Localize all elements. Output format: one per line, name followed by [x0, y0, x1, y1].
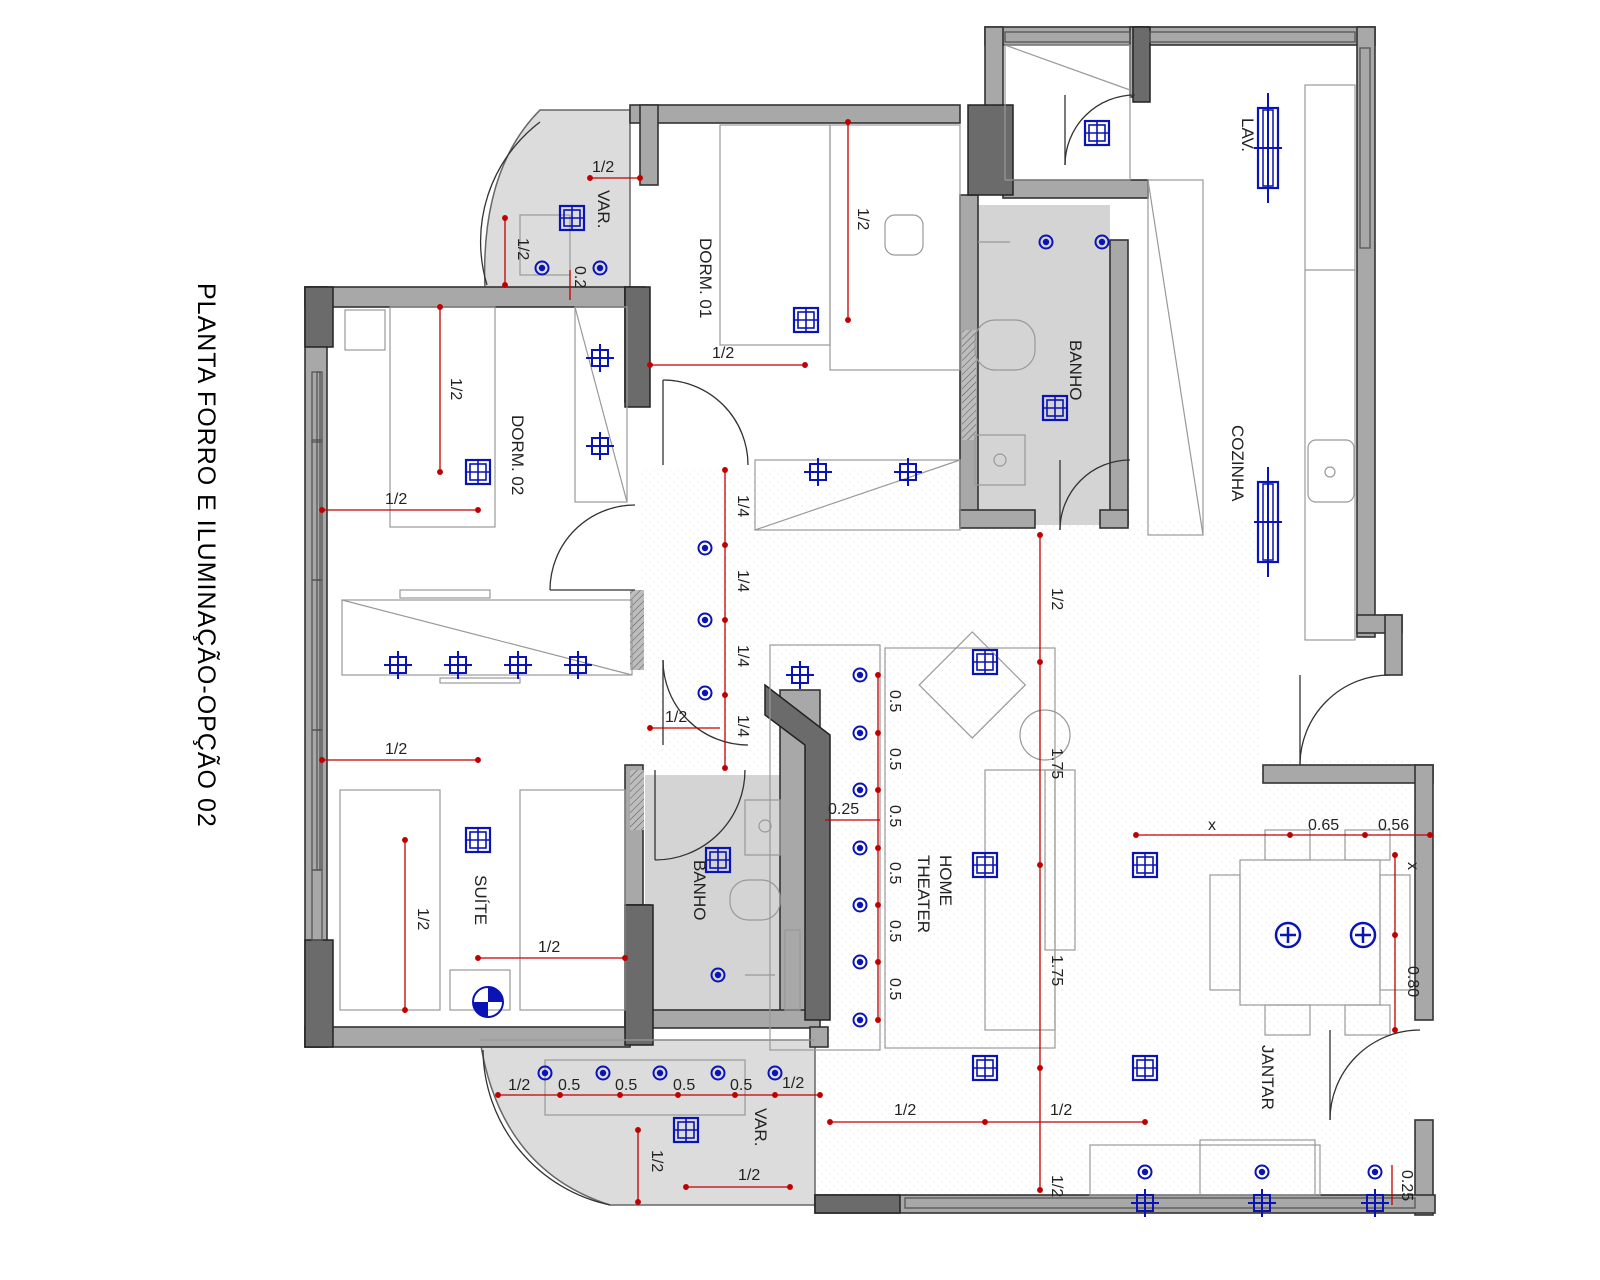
room-label-dorm02: DORM. 02 — [508, 415, 527, 495]
dim-label: 1/2 — [1048, 1175, 1065, 1197]
dim-label: 1/4 — [734, 570, 751, 592]
room-label-theater: THEATER — [914, 855, 933, 933]
square-grid-luminaire-icon — [558, 204, 586, 232]
lighting-fixtures — [383, 91, 1390, 1218]
room-label-var-bottom: VAR. — [751, 1108, 770, 1146]
square-grid-luminaire-icon — [672, 1116, 700, 1144]
dim-label: 0.5 — [886, 748, 903, 770]
square-grid-luminaire-icon — [792, 306, 820, 334]
room-label-banho-top: BANHO — [1066, 340, 1085, 400]
dim-label: 1/2 — [1048, 588, 1065, 610]
room-label-dorm01: DORM. 01 — [696, 238, 715, 318]
dim-label: 0.5 — [615, 1077, 637, 1094]
drawing-title: PLANTA FORRO E ILUMINAÇÃO-OPÇÃO 02 — [192, 283, 221, 828]
dim-label: 0.5 — [886, 862, 903, 884]
dim-label: 1/2 — [385, 491, 407, 508]
crosshair-luminaire-icon — [585, 343, 615, 373]
dim-label: 0.25 — [1398, 1170, 1415, 1201]
dim-label: 1/2 — [665, 709, 687, 726]
dim-label: 0.56 — [1378, 817, 1409, 834]
doors — [479, 94, 1421, 1206]
square-grid-luminaire-icon — [464, 826, 492, 854]
room-label-home: HOME — [936, 855, 955, 906]
dim-label: 0.65 — [1308, 817, 1339, 834]
dim-label: 1/4 — [734, 715, 751, 737]
square-grid-luminaire-icon — [971, 648, 999, 676]
dim-label: 1/2 — [782, 1075, 804, 1092]
square-grid-luminaire-icon — [464, 458, 492, 486]
room-label-banho-mid: BANHO — [690, 860, 709, 920]
dim-label: 1/4 — [734, 495, 751, 517]
dim-label: 1/2 — [508, 1077, 530, 1094]
square-grid-luminaire-icon — [1083, 119, 1111, 147]
dim-label: 0.2 — [571, 266, 588, 288]
dim-label: 0.5 — [886, 978, 903, 1000]
dim-label: 0.5 — [886, 690, 903, 712]
dim-label: 1/2 — [514, 238, 531, 260]
dim-label: 1/2 — [738, 1167, 760, 1184]
dim-label: 1/2 — [854, 208, 871, 230]
room-label-cozinha: COZINHA — [1228, 425, 1247, 502]
dim-label: 1/2 — [538, 939, 560, 956]
dim-label: x — [1404, 862, 1421, 870]
wall-sconce-icon — [472, 986, 504, 1018]
walls — [304, 26, 1436, 1216]
windows — [311, 31, 1416, 1209]
dimension-labels: 1/2 1/2 0.2 1/2 1/2 1/2 1/2 1/4 1/4 1/4 … — [385, 159, 1421, 1201]
room-label-var-top: VAR. — [594, 190, 613, 228]
linear-luminaire-icon — [1252, 91, 1284, 205]
room-label-suite: SUÍTE — [471, 875, 490, 925]
dim-label: 0.5 — [886, 805, 903, 827]
dim-label: 0.5 — [673, 1077, 695, 1094]
dim-label: 1/2 — [447, 378, 464, 400]
hatched-walls — [630, 330, 976, 830]
dim-label: 1/2 — [592, 159, 614, 176]
room-label-jantar: JANTAR — [1258, 1045, 1277, 1110]
dim-label: 0.25 — [828, 801, 859, 818]
dim-label: x — [1208, 817, 1216, 834]
dim-label: 1/2 — [648, 1150, 665, 1172]
square-grid-luminaire-icon — [971, 1054, 999, 1082]
dim-label: 1/2 — [385, 741, 407, 758]
dim-label: 0.80 — [1404, 966, 1421, 997]
dim-label: 1/2 — [712, 345, 734, 362]
furniture-outlines — [339, 44, 1411, 1196]
dim-label: 1/2 — [894, 1102, 916, 1119]
dim-label: 1/4 — [734, 645, 751, 667]
dim-label: 1.75 — [1048, 748, 1065, 779]
room-label-lav: LAV. — [1238, 118, 1257, 152]
dim-label: 1.75 — [1048, 955, 1065, 986]
square-grid-luminaire-icon — [1041, 394, 1069, 422]
floor-finishes — [479, 109, 1410, 1210]
dim-label: 1/2 — [414, 908, 431, 930]
dimension-lines — [319, 119, 1433, 1205]
dim-label: 0.5 — [886, 920, 903, 942]
room-labels: VAR. DORM. 01 DORM. 02 BANHO LAV. COZINH… — [471, 118, 1277, 1146]
dim-label: 0.5 — [558, 1077, 580, 1094]
dim-label: 0.5 — [730, 1077, 752, 1094]
square-grid-luminaire-icon — [971, 851, 999, 879]
dim-label: 1/2 — [1050, 1102, 1072, 1119]
dimension-ticks — [319, 119, 1433, 1205]
linear-luminaire-icon — [1252, 465, 1284, 579]
square-grid-luminaire-icon — [1131, 851, 1159, 879]
square-grid-luminaire-icon — [1131, 1054, 1159, 1082]
